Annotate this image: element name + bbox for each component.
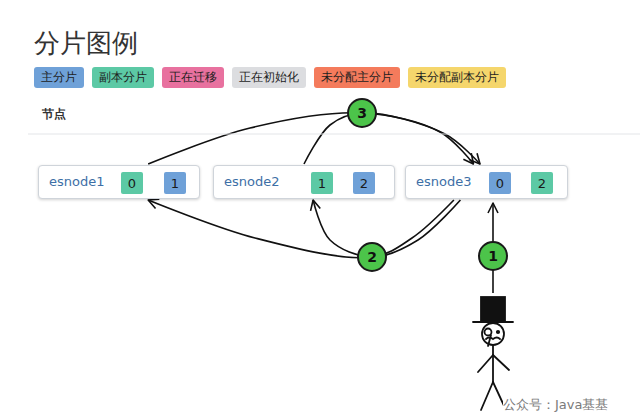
node-name: esnode1 [49, 174, 105, 189]
shard-badge: 1 [311, 172, 333, 194]
shard-number: 0 [128, 176, 136, 191]
connector-arrow [148, 200, 454, 258]
shard-badge: 1 [164, 172, 186, 194]
callout-circle [348, 99, 376, 127]
callout-circle [479, 242, 507, 270]
shard-number: 0 [496, 176, 504, 191]
shard-number: 2 [360, 176, 368, 191]
shard-number: 2 [538, 176, 546, 191]
legend-swatch: 未分配副本分片 [408, 67, 506, 88]
shard-badge: 0 [489, 172, 511, 194]
shard-number: 1 [318, 176, 326, 191]
legend-text: 未分配副本分片 [415, 70, 499, 84]
connector-arrow [148, 113, 473, 164]
connector-arrow [304, 113, 480, 164]
stick-man [473, 297, 513, 410]
legend-text: 正在迁移 [169, 70, 217, 84]
legend-swatch: 主分片 [34, 67, 84, 88]
legend-text: 主分片 [41, 70, 77, 84]
connector-arrow [313, 200, 460, 257]
shard-number: 1 [171, 176, 179, 191]
separator-line [28, 134, 640, 135]
callout-number: 2 [367, 249, 377, 265]
shard-badge: 2 [531, 172, 553, 194]
shard-badge: 2 [353, 172, 375, 194]
callout-number: 3 [357, 105, 367, 121]
node-name: esnode2 [224, 174, 280, 189]
legend-swatch: 副本分片 [92, 67, 154, 88]
es-node-box: esnode2 1 2 [213, 165, 395, 199]
title: 分片图例 [34, 26, 138, 61]
watermark: 公众号：Java基基 [503, 396, 608, 414]
callout-circle [358, 243, 386, 271]
shard-badge: 0 [121, 172, 143, 194]
legend-swatch: 正在迁移 [162, 67, 224, 88]
legend: 主分片 副本分片 正在迁移 正在初始化 未分配主分片 未分配副本分片 [34, 67, 506, 88]
es-node-box: esnode3 0 2 [405, 165, 568, 199]
legend-swatch: 未分配主分片 [314, 67, 400, 88]
section-label: 节点 [42, 106, 66, 123]
es-node-box: esnode1 0 1 [38, 165, 200, 199]
callout-number: 1 [488, 248, 498, 264]
legend-text: 未分配主分片 [321, 70, 393, 84]
legend-text: 副本分片 [99, 70, 147, 84]
legend-text: 正在初始化 [239, 70, 299, 84]
legend-swatch: 正在初始化 [232, 67, 306, 88]
node-name: esnode3 [416, 174, 472, 189]
